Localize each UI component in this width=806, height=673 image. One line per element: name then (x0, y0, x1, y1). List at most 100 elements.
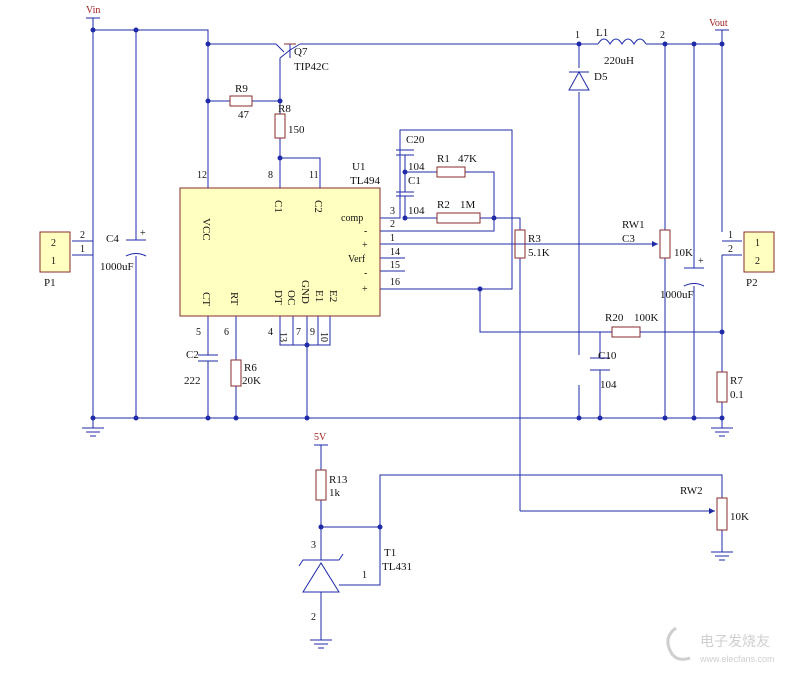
svg-text:13: 13 (277, 332, 288, 342)
elecfans-logo-icon (666, 626, 691, 661)
svg-text:3: 3 (311, 540, 316, 551)
svg-text:Verf: Verf (348, 254, 366, 265)
svg-text:TL431: TL431 (382, 561, 412, 573)
svg-text:104: 104 (408, 205, 425, 217)
resistor-r9: R9 47 (229, 83, 253, 121)
capacitor-c4: + C4 1000uF (100, 228, 147, 273)
svg-text:5.1K: 5.1K (528, 247, 550, 259)
svg-text:Q7: Q7 (294, 46, 308, 58)
ground-icon (711, 551, 733, 561)
svg-text:C2: C2 (186, 349, 199, 361)
svg-text:R3: R3 (528, 233, 541, 245)
ground-symbols (82, 427, 733, 649)
svg-text:R13: R13 (329, 474, 348, 486)
svg-text:1: 1 (80, 244, 85, 255)
svg-text:2: 2 (755, 256, 760, 267)
svg-text:R8: R8 (278, 103, 291, 115)
svg-text:1M: 1M (460, 199, 476, 211)
svg-text:2: 2 (728, 244, 733, 255)
svg-text:E2: E2 (327, 290, 339, 302)
resistor-r13: R13 1k (315, 469, 348, 501)
vout-port: Vout (709, 18, 729, 31)
svg-text:GND: GND (299, 280, 311, 304)
ground-icon (711, 427, 733, 437)
svg-text:2: 2 (390, 219, 395, 230)
capacitor-c2: C2 222 (184, 345, 218, 387)
svg-text:1k: 1k (329, 487, 341, 499)
svg-text:2: 2 (660, 30, 665, 41)
svg-text:1: 1 (362, 570, 367, 581)
svg-text:1: 1 (728, 230, 733, 241)
svg-text:100K: 100K (634, 312, 659, 324)
inductor-l1: 1 2 L1 220uH (575, 27, 665, 67)
svg-text:C3: C3 (622, 233, 635, 245)
transistor-q7: Q7 TIP42C (275, 43, 329, 73)
svg-text:1000uF: 1000uF (100, 261, 134, 273)
svg-text:+: + (362, 240, 368, 251)
resistor-r20: R20 100K (600, 312, 659, 338)
svg-text:3: 3 (390, 206, 395, 217)
svg-text:1: 1 (575, 30, 580, 41)
svg-text:5: 5 (196, 327, 201, 338)
svg-text:R2: R2 (437, 199, 450, 211)
connector-p1: 2 1 2 1 P1 (39, 230, 85, 289)
resistor-r6: R6 20K (230, 359, 261, 387)
svg-text:R6: R6 (244, 362, 257, 374)
svg-text:2: 2 (51, 238, 56, 249)
svg-text:D5: D5 (594, 71, 608, 83)
svg-text:1: 1 (51, 256, 56, 267)
ic-u1: 12 8 11 VCC C1 C2 comp - + Verf - + 3 2 … (179, 161, 400, 342)
svg-text:6: 6 (224, 327, 229, 338)
resistor-r2: R2 1M (436, 199, 481, 224)
svg-text:15: 15 (390, 260, 400, 271)
svg-text:7: 7 (296, 327, 301, 338)
svg-text:+: + (698, 256, 704, 267)
svg-text:222: 222 (184, 375, 201, 387)
vout-label: Vout (709, 18, 728, 29)
connector-p2: 1 2 1 2 P2 (728, 230, 775, 289)
svg-text:TIP42C: TIP42C (294, 61, 329, 73)
svg-text:comp: comp (341, 213, 363, 224)
svg-text:104: 104 (600, 379, 617, 391)
svg-text:-: - (364, 268, 367, 279)
shunt-regulator-t1: 3 2 1 T1 TL431 (298, 540, 412, 623)
u1-part: TL494 (350, 175, 380, 187)
svg-text:104: 104 (408, 161, 425, 173)
svg-text:14: 14 (390, 247, 400, 258)
svg-text:C10: C10 (598, 350, 617, 362)
svg-text:1: 1 (390, 233, 395, 244)
v5-port: 5V (314, 432, 328, 446)
wires (72, 18, 742, 640)
potentiometer-rw2: RW2 10K (680, 485, 749, 531)
svg-text:4: 4 (268, 327, 273, 338)
svg-text:C2: C2 (312, 200, 324, 213)
capacitor-c20: C20 104 (396, 134, 425, 173)
potentiometer-rw1: RW1 10K (622, 219, 693, 259)
svg-text:10: 10 (318, 332, 329, 342)
resistor-r1: R1 47K (436, 153, 477, 178)
u1-ref: U1 (352, 161, 365, 173)
p1-ref: P1 (44, 277, 56, 289)
svg-text:20K: 20K (242, 375, 261, 387)
svg-text:12: 12 (197, 170, 207, 181)
diode-d5: D5 (568, 70, 608, 91)
svg-text:10K: 10K (730, 511, 749, 523)
svg-text:C1: C1 (408, 175, 421, 187)
svg-text:DT: DT (272, 290, 284, 305)
svg-text:11: 11 (309, 170, 319, 181)
svg-text:R20: R20 (605, 312, 624, 324)
junctions (90, 27, 725, 530)
resistor-r3: R3 5.1K (514, 229, 550, 259)
svg-text:220uH: 220uH (604, 55, 634, 67)
svg-text:+: + (140, 228, 146, 239)
vin-label: Vin (86, 5, 100, 16)
capacitor-c3: + C3 1000uF (622, 233, 705, 301)
p2-ref: P2 (746, 277, 758, 289)
svg-text:C20: C20 (406, 134, 425, 146)
vin-port: Vin (86, 5, 100, 19)
svg-text:1: 1 (755, 238, 760, 249)
svg-text:R9: R9 (235, 83, 248, 95)
v5-label: 5V (314, 432, 327, 443)
svg-text:9: 9 (310, 327, 315, 338)
svg-text:OC: OC (285, 290, 297, 305)
